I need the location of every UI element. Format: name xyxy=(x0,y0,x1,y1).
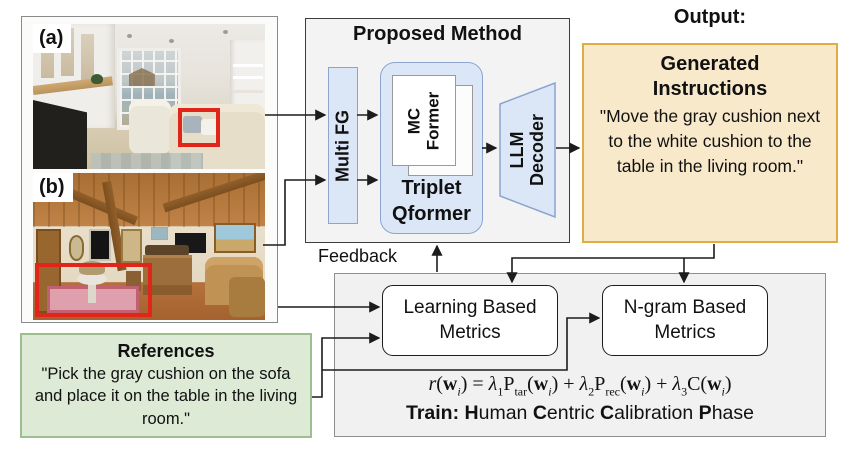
wall-art xyxy=(81,34,94,82)
triplet-qformer-block: MC Former Triplet Qformer xyxy=(380,62,483,234)
generated-instructions-title: Generated Instructions xyxy=(652,53,768,100)
scene-image-b: (b) xyxy=(33,173,265,320)
chair xyxy=(229,277,265,317)
training-phase-box: Learning Based Metrics N-gram Based Metr… xyxy=(334,273,826,437)
gray-cushion xyxy=(183,116,202,133)
triplet-qformer-label: Triplet Qformer xyxy=(392,177,471,225)
mc-former-card: MC Former xyxy=(392,75,456,166)
proposed-method-title: Proposed Method xyxy=(353,23,522,45)
output-heading: Output: xyxy=(673,6,747,28)
ceiling-light xyxy=(169,39,174,43)
pedestal-table xyxy=(77,273,107,285)
feedback-label: Feedback xyxy=(318,246,398,266)
ceiling-light xyxy=(127,34,132,38)
gold-mirror xyxy=(121,229,142,263)
generated-instructions-text: "Move the gray cushion next to the white… xyxy=(599,106,821,176)
image-a-label: (a) xyxy=(33,24,72,53)
oval-mirror xyxy=(69,235,84,261)
mc-former-label: MC Former xyxy=(404,91,442,150)
multi-fg-block: Multi FG xyxy=(328,67,358,224)
window-view xyxy=(214,223,256,253)
scene-image-a: (a) xyxy=(33,24,265,169)
plant xyxy=(91,74,103,84)
learning-based-metrics-box: Learning Based Metrics xyxy=(382,285,558,356)
llm-decoder-label: LLM Decoder xyxy=(506,113,547,187)
bounding-box-a xyxy=(178,108,220,147)
proposed-method-box: Proposed Method Multi FG MC Former Tripl… xyxy=(305,18,570,243)
references-box: References "Pick the gray cushion on the… xyxy=(20,333,312,438)
llm-decoder-block: LLM Decoder xyxy=(499,81,556,219)
rug xyxy=(91,153,203,169)
picture-frame xyxy=(151,227,168,240)
references-title: References xyxy=(117,341,215,361)
dresser-clutter xyxy=(145,245,189,256)
fireplace-firebox xyxy=(33,100,87,169)
llm-decoder-trapezoid xyxy=(499,81,556,219)
kitchen-cabinets xyxy=(233,64,263,67)
ceiling-light xyxy=(223,30,228,34)
reward-formula: r(wi) = λ1Ptar(wi) + λ2Prec(wi) + λ3C(wi… xyxy=(428,373,732,399)
image-b-label: (b) xyxy=(33,173,73,202)
train-phase-label: Train: Human Centric Calibration Phase xyxy=(406,402,754,424)
multi-fg-label: Multi FG xyxy=(332,109,353,182)
armchair xyxy=(129,100,171,154)
house-outside xyxy=(129,68,155,86)
dark-poster xyxy=(89,229,111,261)
references-text: "Pick the gray cushion on the sofa and p… xyxy=(34,365,298,428)
generated-instructions-box: Generated Instructions "Move the gray cu… xyxy=(582,43,838,243)
ngram-based-metrics-box: N-gram Based Metrics xyxy=(602,285,768,356)
white-cushion xyxy=(201,119,218,135)
bounding-box-b xyxy=(35,263,152,317)
table-stem xyxy=(88,281,96,303)
